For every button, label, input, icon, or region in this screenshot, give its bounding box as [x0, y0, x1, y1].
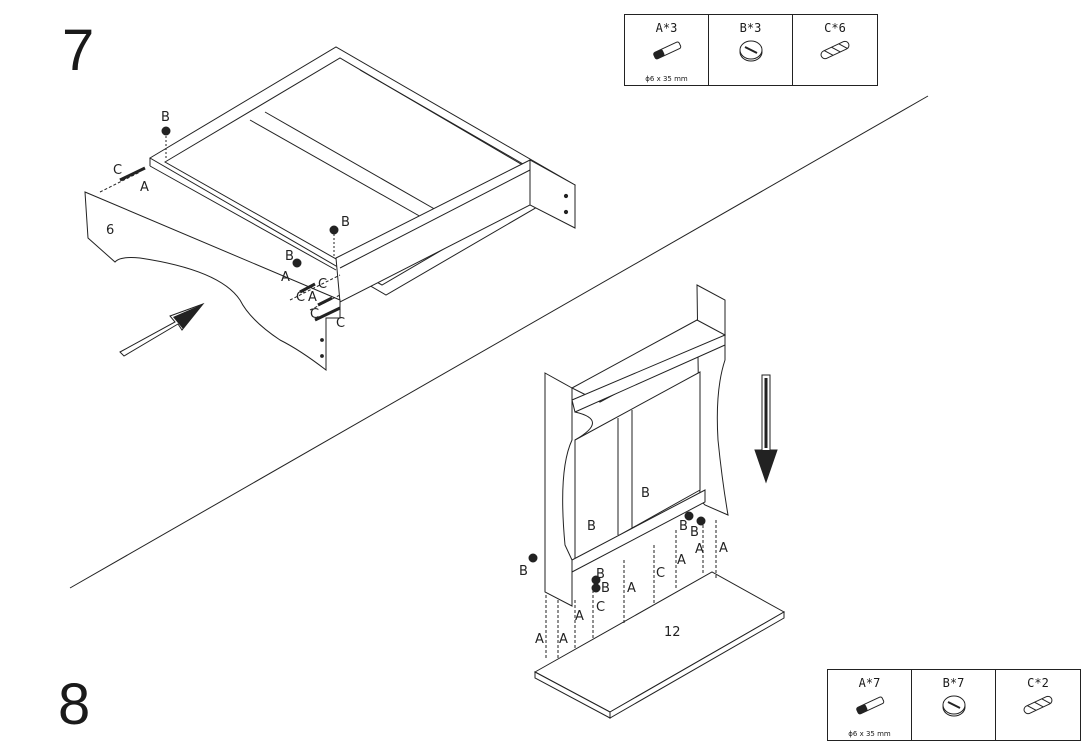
- part-cell-a: A*3 ϕ6 x 35 mm: [625, 15, 709, 85]
- panel-12-label: 12: [664, 625, 681, 640]
- cam-lock-b3: [292, 258, 302, 268]
- part-b-qty: B*3: [739, 21, 762, 35]
- svg-text:A: A: [559, 632, 568, 647]
- part-cell-a: A*7 ϕ6 x 35 mm: [828, 670, 912, 740]
- svg-text:A: A: [308, 290, 317, 305]
- step-7-number: 7: [62, 18, 95, 83]
- svg-text:C: C: [310, 307, 319, 322]
- step8-callouts: B B B B B B B A A A C A C A A A: [519, 486, 728, 647]
- part-cell-c: C*2: [996, 670, 1080, 740]
- svg-text:A: A: [719, 541, 728, 556]
- dowel-icon: [855, 696, 884, 715]
- svg-text:B: B: [519, 564, 528, 579]
- svg-text:B: B: [690, 525, 699, 540]
- part-cell-b: B*3: [709, 15, 793, 85]
- dowel-icon: [652, 41, 681, 60]
- end-panel: [529, 159, 576, 229]
- step8-assembly: 12: [528, 284, 786, 719]
- hutch-right-side: [696, 284, 729, 516]
- hutch-left-side: [544, 372, 573, 607]
- step8-parts-table: A*7 ϕ6 x 35 mm B*7 C*2: [827, 669, 1081, 741]
- cam-lock-icon: [739, 40, 762, 62]
- svg-text:C: C: [113, 163, 122, 178]
- hutch-back: [574, 371, 701, 561]
- wood-dowel-icon: [1023, 695, 1053, 715]
- part-c-qty: C*2: [1027, 676, 1049, 690]
- step-8-number: 8: [58, 672, 91, 737]
- svg-text:B: B: [679, 519, 688, 534]
- step-divider-line: [69, 95, 929, 589]
- cam-lock-b1: [161, 126, 171, 136]
- part-c-qty: C*6: [824, 21, 846, 35]
- cam-lock-icon: [942, 695, 965, 717]
- part-a-spec: ϕ6 x 35 mm: [645, 75, 688, 83]
- svg-text:B: B: [341, 215, 350, 230]
- svg-text:C: C: [336, 316, 345, 331]
- part-a-qty: A*3: [655, 21, 678, 35]
- part-a-qty: A*7: [858, 676, 881, 690]
- svg-text:A: A: [695, 542, 704, 557]
- part-cell-c: C*6: [793, 15, 877, 85]
- svg-text:A: A: [535, 632, 544, 647]
- svg-text:C: C: [318, 277, 327, 292]
- part-b-qty: B*7: [942, 676, 965, 690]
- svg-text:B: B: [285, 249, 294, 264]
- step7-assembly: 6: [84, 46, 576, 372]
- svg-text:B: B: [161, 110, 170, 125]
- svg-text:C: C: [656, 566, 665, 581]
- part-cell-b: B*7: [912, 670, 996, 740]
- side-panel-6: [84, 191, 341, 372]
- svg-text:B: B: [641, 486, 650, 501]
- svg-text:C: C: [296, 290, 305, 305]
- hutch-bottom-rail: [571, 489, 706, 573]
- svg-text:B: B: [601, 581, 610, 596]
- svg-text:A: A: [627, 581, 636, 596]
- svg-text:A: A: [281, 270, 290, 285]
- svg-text:C: C: [596, 600, 605, 615]
- step7-parts-table: A*3 ϕ6 x 35 mm B*3 C*6: [624, 14, 878, 86]
- svg-text:B: B: [587, 519, 596, 534]
- svg-text:A: A: [575, 609, 584, 624]
- part-a-spec: ϕ6 x 35 mm: [848, 730, 891, 738]
- svg-text:A: A: [677, 553, 686, 568]
- step7-callouts: B C A B B A C A C C C: [113, 110, 350, 331]
- svg-text:A: A: [140, 180, 149, 195]
- panel-6-label: 6: [106, 223, 114, 238]
- wood-dowel-icon: [820, 40, 850, 60]
- cam-lock-b2: [329, 225, 339, 235]
- svg-text:B: B: [596, 567, 605, 582]
